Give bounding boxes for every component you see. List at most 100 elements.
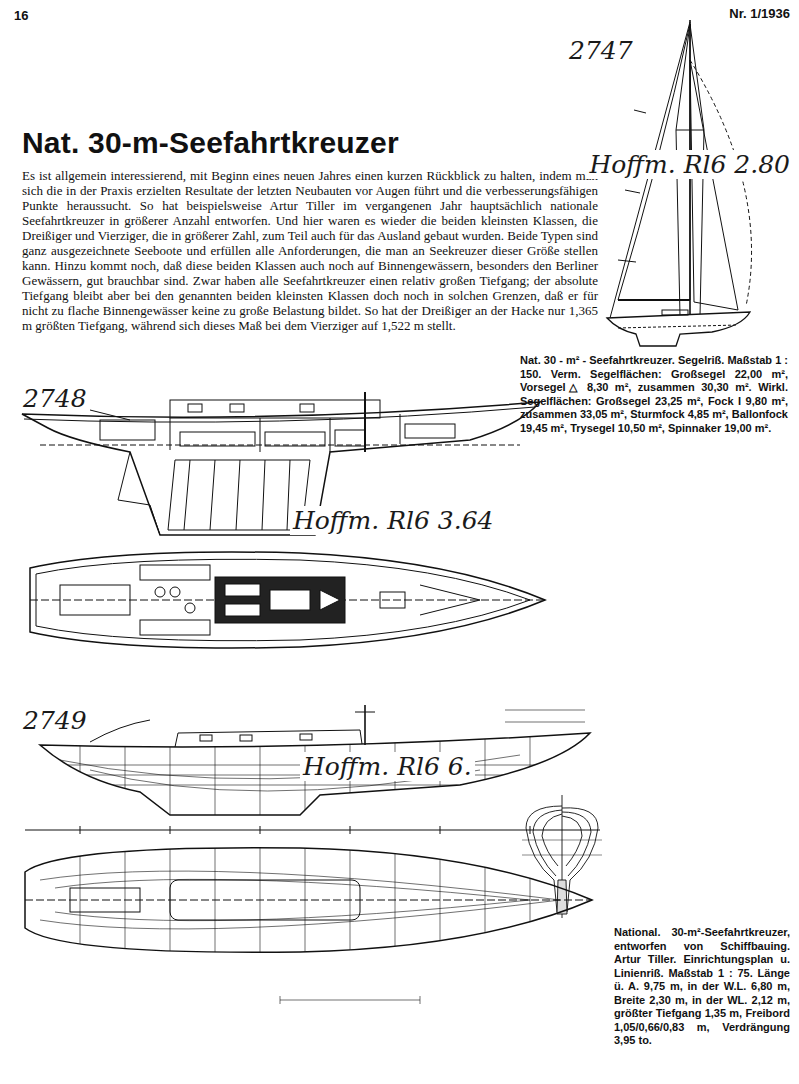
deck-plan [420,600,480,615]
lines-plan-profile [240,735,252,741]
sail-plan [607,312,750,346]
lines-plan-profile [260,700,261,830]
deck-plan [30,552,545,648]
body-plan [562,816,582,866]
body-plan [526,806,562,912]
accommodation-profile [400,414,401,444]
lines-plan-profile [20,700,600,834]
lines-plan-profile [364,705,366,745]
half-breadth-plan [485,840,486,960]
lines-plan-profile [40,733,590,815]
accommodation-profile [262,460,265,530]
accommodation-profile [210,460,215,530]
lines-plan-profile [175,730,362,747]
body-plan [533,810,562,876]
deck-plan [215,577,345,623]
sail-plan [618,325,738,328]
accommodation-profile [260,418,261,452]
handwritten-note: Hoffm. Rl6 6. [300,752,475,781]
body-plan [562,812,591,876]
accommodation-profile [405,424,455,438]
issue-number: Nr. 1/1936 [729,6,790,21]
deck-plan [60,585,130,615]
figure-caption: National. 30-m²-Seefahrtkreuzer, entworf… [614,926,790,1048]
half-breadth-plan [25,840,592,1004]
deck-plan [185,603,195,613]
accommodation-profile [335,430,365,446]
accommodation-profile [230,404,244,412]
body-plan [542,814,562,866]
lines-plan-profile [300,734,312,740]
accommodation-profile [300,404,314,412]
lines-plan-profile [20,700,600,830]
deck-plan [140,620,210,635]
half-breadth-plan [55,879,530,900]
half-breadth-plan [40,900,560,929]
deck-plan [320,590,340,610]
body-plan [522,840,602,841]
lines-plan-profile [355,712,375,713]
lines-plan-profile [530,700,531,830]
lines-plan-profile [20,785,600,786]
half-breadth-plan [420,996,421,1004]
lines-plan-profile [125,700,126,830]
half-breadth-plan [55,900,530,921]
lines-plan-profile [505,722,585,723]
handwritten-number: 2747 [566,36,636,65]
body-text: Es ist allgemein interessierend, mit Beg… [22,168,598,333]
sail-plan [690,60,738,310]
article-title: Nat. 30-m-Seefahrtkreuzer [22,126,399,160]
sail-plan [662,310,688,315]
sail-plan [625,190,640,193]
lines-plan-profile [440,826,441,834]
accommodation-profile [330,418,331,452]
lines-plan-profile [170,700,171,830]
page-number: 16 [14,8,28,23]
lines-plan-profile [505,710,585,711]
deck-plan [420,585,480,600]
lines-plan-profile [200,735,212,741]
accommodation-profile [22,402,540,535]
sail-plan [676,130,704,131]
sail-plan [607,20,752,346]
lines-plan-profile [260,826,261,834]
half-breadth-plan [40,871,560,900]
half-breadth-plan [280,996,281,1004]
deck-plan [155,587,165,597]
deck-plan [30,552,545,648]
body-plan [557,880,567,914]
half-breadth-plan [25,900,592,901]
accommodation-profile [100,420,155,440]
lines-plan-profile [530,826,531,834]
lines-plan-profile [485,700,486,830]
deck-plan [170,587,180,597]
deck-plan [140,565,210,580]
sail-plan [634,110,646,113]
accommodation-profile [184,460,190,530]
accommodation-profile [170,400,380,418]
sail-plan [690,24,704,130]
handwritten-note: Hoffm. Rl6 3.64 [290,506,497,535]
accommodation-profile [265,432,325,446]
lines-plan-profile [90,720,150,742]
accommodation-profile [188,404,202,412]
handwritten-number: 2749 [20,706,90,735]
accommodation-profile [118,452,160,535]
accommodation-profile [22,392,540,535]
handwritten-number: 2748 [20,384,90,413]
accommodation-profile [168,460,310,530]
deck-plan [270,590,310,610]
handwritten-note: Hoffm. Rl6 2.80 [586,150,793,179]
deck-plan [225,584,260,596]
accommodation-profile [236,460,240,530]
sail-plan [676,24,690,130]
lines-plan-profile [25,830,600,831]
lines-plan-profile [215,700,216,830]
sail-plan [618,260,636,262]
deck-plan [225,604,260,616]
half-breadth-plan [70,888,140,912]
lines-plan-profile [350,826,351,834]
figure-caption: Nat. 30 - m² - Seefahrtkreuzer. Segelriß… [520,354,788,435]
